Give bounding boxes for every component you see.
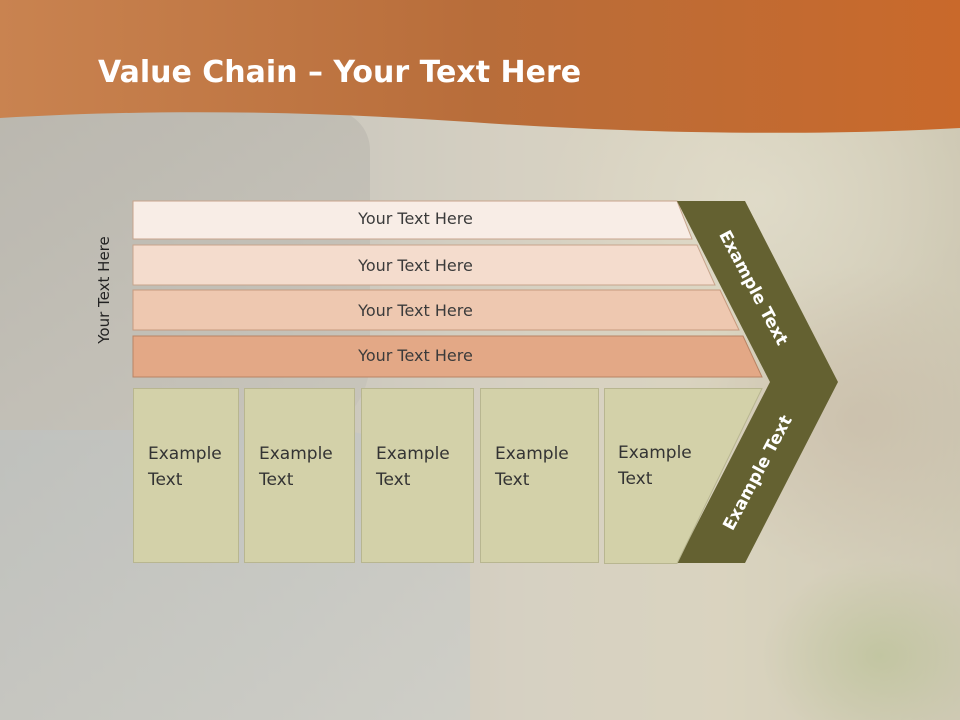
title-bold: Value Chain [98,55,298,90]
bar-4-label: Your Text Here [358,346,473,365]
slide-title: Value Chain – Your Text Here [98,55,581,90]
bar-1-label: Your Text Here [358,209,473,228]
bar-2-label: Your Text Here [358,256,473,275]
title-rest: – Your Text Here [297,55,582,90]
activity-box-5-shape [604,388,763,564]
bar-3-label: Your Text Here [358,301,473,320]
side-label-text: Your Text Here [95,236,113,344]
header-band [0,0,960,133]
